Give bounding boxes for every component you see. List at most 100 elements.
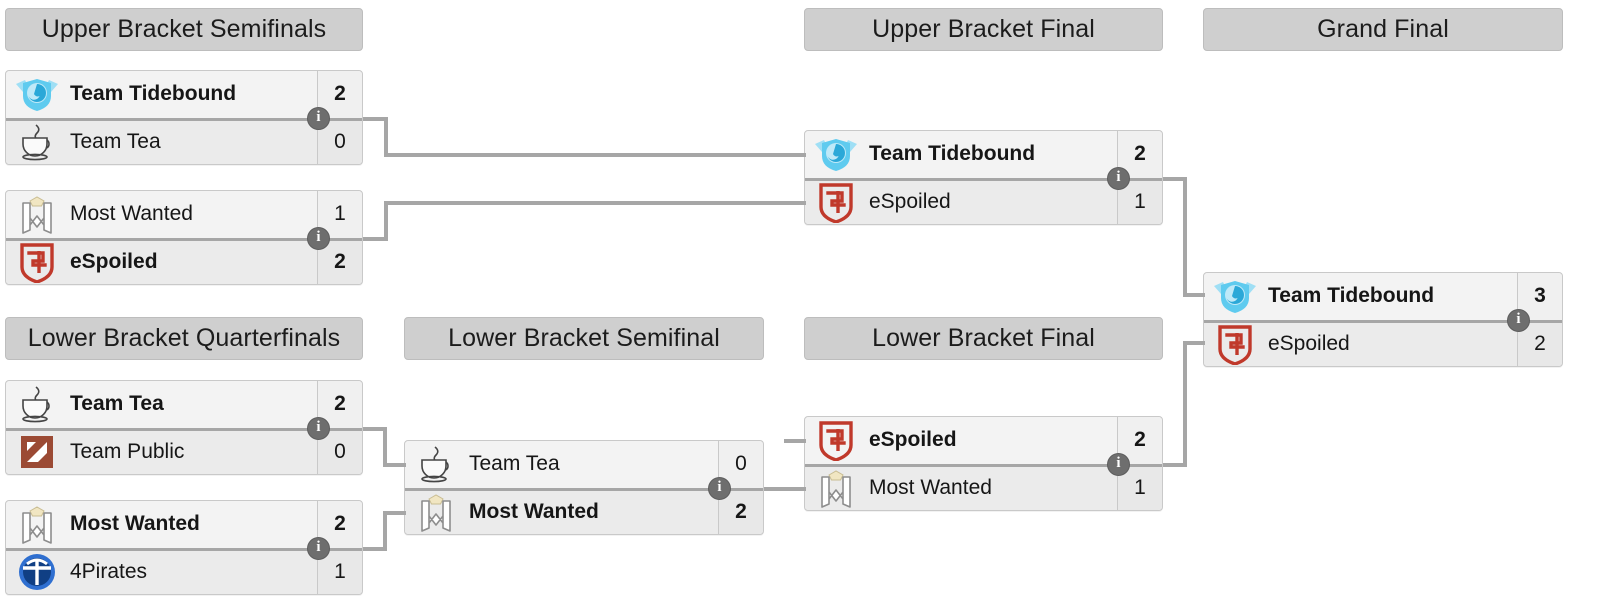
match-row-top[interactable]: Team Tea 2	[6, 381, 362, 428]
round-header-label: Lower Bracket Final	[872, 324, 1095, 352]
team-name: eSpoiled	[869, 428, 957, 452]
team-score: 0	[317, 430, 362, 474]
round-header-label: Upper Bracket Semifinals	[41, 15, 327, 43]
match-info-icon[interactable]: i	[307, 107, 330, 130]
match-upper-bracket-final[interactable]: Team Tidebound 2 eSpoiled 1 i	[804, 130, 1163, 225]
match-row-top[interactable]: Team Tea 0	[405, 441, 763, 488]
match-row-top[interactable]: Most Wanted 1	[6, 191, 362, 238]
team-score: 1	[1117, 180, 1162, 224]
match-info-icon[interactable]: i	[708, 477, 731, 500]
match-lower-bracket-semifinal[interactable]: Team Tea 0 Most Wanted 2 i	[404, 440, 764, 535]
match-row-bottom[interactable]: Most Wanted 2	[405, 487, 763, 535]
connector-line	[1183, 177, 1187, 297]
connector-line	[363, 117, 388, 121]
match-lower-bracket-quarterfinal-1[interactable]: Team Tea 2 Team Public 0 i	[5, 380, 363, 475]
team-name: Team Tea	[469, 452, 560, 476]
espoiled-logo	[1204, 323, 1266, 367]
team-score: 0	[718, 441, 763, 488]
team-name: Most Wanted	[469, 500, 599, 524]
match-row-bottom[interactable]: eSpoiled 1	[805, 177, 1162, 224]
team-tea-logo	[6, 381, 68, 428]
connector-line	[764, 487, 788, 491]
match-row-bottom[interactable]: Team Public 0	[6, 427, 362, 475]
match-row-bottom[interactable]: Most Wanted 1	[805, 463, 1162, 510]
connector-line	[363, 237, 388, 241]
team-score: 2	[317, 71, 362, 118]
team-name: Team Public	[70, 440, 185, 464]
info-glyph: i	[316, 109, 321, 125]
most-wanted-logo	[405, 491, 467, 535]
team-name: eSpoiled	[70, 250, 158, 274]
round-header-grand-final: Grand Final	[1203, 8, 1563, 51]
team-name: Team Tidebound	[70, 82, 237, 106]
team-tidebound-logo	[805, 131, 867, 178]
team-name: Team Tea	[70, 130, 161, 154]
connector-line	[363, 427, 387, 431]
connector-line	[1183, 341, 1187, 467]
team-score: 1	[317, 191, 362, 238]
round-header-lower-bracket-quarterfinals: Lower Bracket Quarterfinals	[5, 317, 363, 360]
match-row-bottom[interactable]: Team Tea 0	[6, 117, 362, 165]
match-row-bottom[interactable]: eSpoiled 2	[1204, 319, 1562, 367]
match-grand-final[interactable]: Team Tidebound 3 eSpoiled 2 i	[1203, 272, 1563, 367]
info-glyph: i	[316, 539, 321, 555]
most-wanted-logo	[6, 501, 68, 548]
team-tea-logo	[6, 121, 68, 165]
match-row-top[interactable]: eSpoiled 2	[805, 417, 1162, 464]
team-name: Most Wanted	[869, 476, 992, 500]
info-glyph: i	[1116, 169, 1121, 185]
team-score: 2	[1517, 322, 1562, 366]
match-info-icon[interactable]: i	[1107, 167, 1130, 190]
match-row-top[interactable]: Team Tidebound 2	[6, 71, 362, 118]
team-score: 3	[1517, 273, 1562, 320]
connector-line	[384, 153, 806, 157]
team-score: 1	[317, 550, 362, 594]
team-score: 0	[317, 120, 362, 164]
team-name: Team Tidebound	[869, 142, 1036, 166]
match-row-top[interactable]: Team Tidebound 2	[805, 131, 1162, 178]
team-name: Most Wanted	[70, 202, 193, 226]
round-header-upper-bracket-final: Upper Bracket Final	[804, 8, 1163, 51]
connector-line	[384, 117, 388, 157]
round-header-label: Lower Bracket Quarterfinals	[27, 324, 341, 352]
connector-line	[384, 201, 388, 241]
team-score: 2	[317, 240, 362, 284]
match-lower-bracket-quarterfinal-2[interactable]: Most Wanted 2 4Pirates 1 i	[5, 500, 363, 595]
round-header-label: Grand Final	[1317, 15, 1449, 43]
connector-line	[383, 427, 387, 467]
match-info-icon[interactable]: i	[307, 417, 330, 440]
round-header-label: Upper Bracket Final	[872, 15, 1095, 43]
team-public-logo	[6, 431, 68, 475]
connector-line	[784, 439, 806, 443]
team-name: Team Tea	[70, 392, 164, 416]
match-upper-bracket-semifinal-1[interactable]: Team Tidebound 2 Team Tea 0 i	[5, 70, 363, 165]
info-glyph: i	[1516, 311, 1521, 327]
match-row-top[interactable]: Team Tidebound 3	[1204, 273, 1562, 320]
match-info-icon[interactable]: i	[1507, 309, 1530, 332]
round-header-lower-bracket-final: Lower Bracket Final	[804, 317, 1163, 360]
connector-line	[1183, 341, 1205, 345]
match-info-icon[interactable]: i	[307, 537, 330, 560]
team-name: Most Wanted	[70, 512, 200, 536]
team-score: 2	[1117, 417, 1162, 464]
connector-line	[784, 487, 806, 491]
match-upper-bracket-semifinal-2[interactable]: Most Wanted 1 eSpoiled 2 i	[5, 190, 363, 285]
espoiled-logo	[6, 241, 68, 285]
match-row-bottom[interactable]: eSpoiled 2	[6, 237, 362, 285]
4pirates-logo	[6, 551, 68, 595]
connector-line	[383, 511, 406, 515]
team-tidebound-logo	[1204, 273, 1266, 320]
round-header-lower-bracket-semifinal: Lower Bracket Semifinal	[404, 317, 764, 360]
match-row-top[interactable]: Most Wanted 2	[6, 501, 362, 548]
connector-line	[1163, 177, 1187, 181]
match-lower-bracket-final[interactable]: eSpoiled 2 Most Wanted 1 i	[804, 416, 1163, 511]
team-tidebound-logo	[6, 71, 68, 118]
match-info-icon[interactable]: i	[307, 227, 330, 250]
team-score: 2	[317, 381, 362, 428]
connector-line	[1163, 463, 1187, 467]
match-row-bottom[interactable]: 4Pirates 1	[6, 547, 362, 595]
team-score: 2	[1117, 131, 1162, 178]
espoiled-logo	[805, 417, 867, 464]
match-info-icon[interactable]: i	[1107, 453, 1130, 476]
